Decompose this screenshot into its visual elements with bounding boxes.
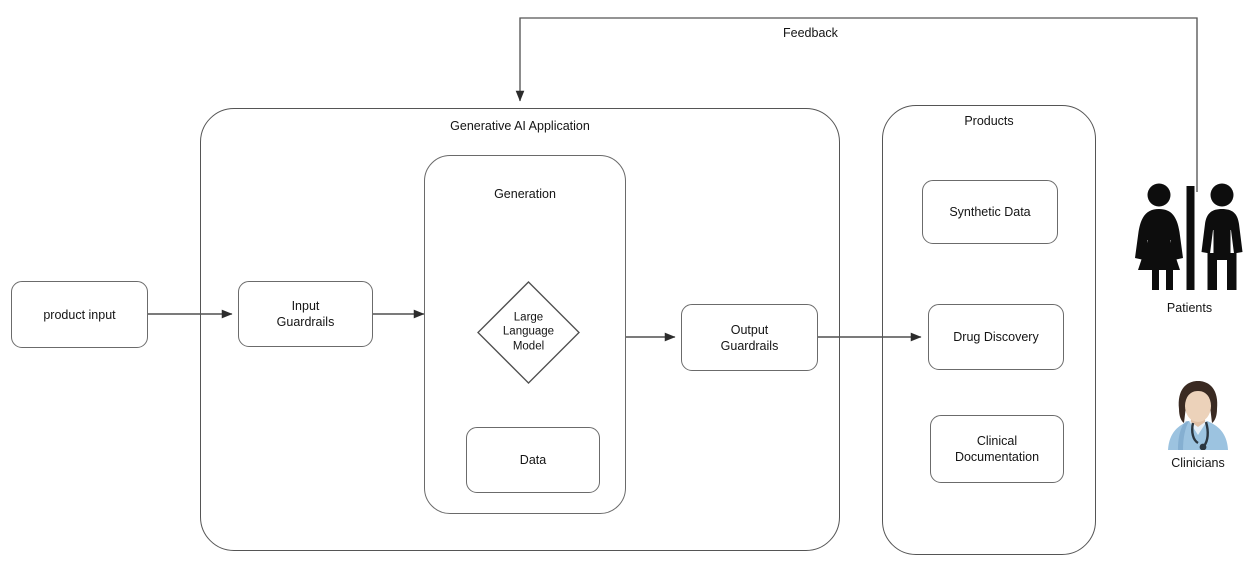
actor-patients <box>1132 182 1247 292</box>
edge-feedback-loop <box>515 17 1198 192</box>
group-title-generation: Generation <box>494 187 556 201</box>
node-input-guardrails[interactable]: Input Guardrails <box>238 281 373 347</box>
actor-label-clinicians: Clinicians <box>1171 456 1225 470</box>
node-data[interactable]: Data <box>466 427 600 493</box>
node-output-guardrails[interactable]: Output Guardrails <box>681 304 818 371</box>
edge-label-feedback: Feedback <box>783 26 838 40</box>
group-title-products: Products <box>964 114 1014 128</box>
node-synthetic-data[interactable]: Synthetic Data <box>922 180 1058 244</box>
group-generative-ai-application <box>200 108 840 551</box>
node-input-guardrails-label: Input Guardrails <box>276 299 335 329</box>
group-generation <box>424 155 626 514</box>
actor-clinicians <box>1162 378 1234 451</box>
node-clinical-documentation[interactable]: Clinical Documentation <box>930 415 1064 483</box>
actor-label-patients: Patients <box>1166 301 1213 315</box>
node-large-language-model[interactable]: Large Language Model <box>476 280 581 385</box>
node-output-guardrails-label: Output Guardrails <box>720 322 779 353</box>
group-products <box>882 105 1096 555</box>
diamond-shape <box>477 281 580 384</box>
clinician-avatar-icon <box>1168 381 1228 451</box>
patients-restroom-pictogram <box>1135 183 1243 290</box>
node-drug-discovery[interactable]: Drug Discovery <box>928 304 1064 370</box>
node-clinical-documentation-label: Clinical Documentation <box>954 434 1040 464</box>
node-product-input[interactable]: product input <box>11 281 148 348</box>
group-title-generative-ai-application: Generative AI Application <box>450 119 590 133</box>
